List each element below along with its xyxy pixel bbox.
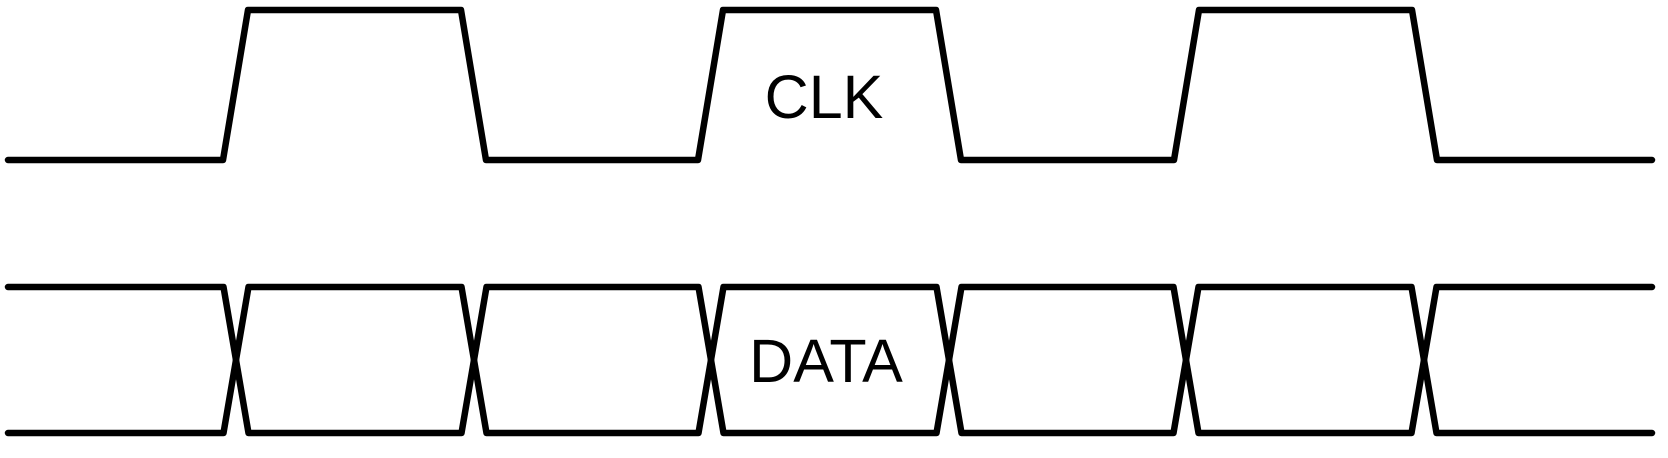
data-waveform-upper — [4, 283, 1656, 437]
data-label: DATA — [749, 327, 903, 395]
data-waveform-lower — [4, 283, 1656, 437]
clk-label: CLK — [765, 63, 884, 131]
clk-waveform — [4, 6, 1656, 164]
